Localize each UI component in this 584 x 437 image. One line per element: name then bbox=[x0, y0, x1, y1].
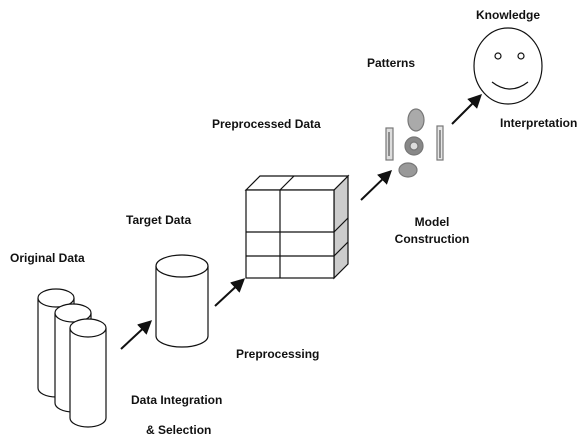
arrow-icon bbox=[214, 278, 246, 307]
preprocessed-data-label: Preprocessed Data bbox=[212, 117, 321, 131]
arrow-icon bbox=[120, 320, 153, 350]
target-data-icon bbox=[155, 254, 209, 348]
patterns-label: Patterns bbox=[367, 56, 416, 70]
knowledge-label: Knowledge bbox=[476, 8, 541, 22]
arrow-icon bbox=[451, 94, 482, 125]
smiley-face-icon bbox=[473, 27, 543, 105]
selection-step-label-line2: & Selection bbox=[146, 423, 212, 437]
data-cube-icon bbox=[244, 174, 350, 280]
target-data-label: Target Data bbox=[126, 213, 192, 227]
selection-step-label-line1: Data Integration bbox=[131, 393, 223, 407]
model-step-label-line1: Model bbox=[414, 215, 450, 229]
arrow-icon bbox=[360, 170, 393, 201]
original-data-icon bbox=[37, 288, 107, 428]
original-data-label: Original Data bbox=[10, 251, 85, 265]
database-cylinder-icon bbox=[69, 318, 107, 428]
interpretation-step-label: Interpretation bbox=[500, 116, 578, 130]
pattern-collage-icon bbox=[385, 108, 444, 178]
preprocessing-step-label: Preprocessing bbox=[236, 347, 320, 361]
model-step-label-line2: Construction bbox=[394, 232, 470, 246]
